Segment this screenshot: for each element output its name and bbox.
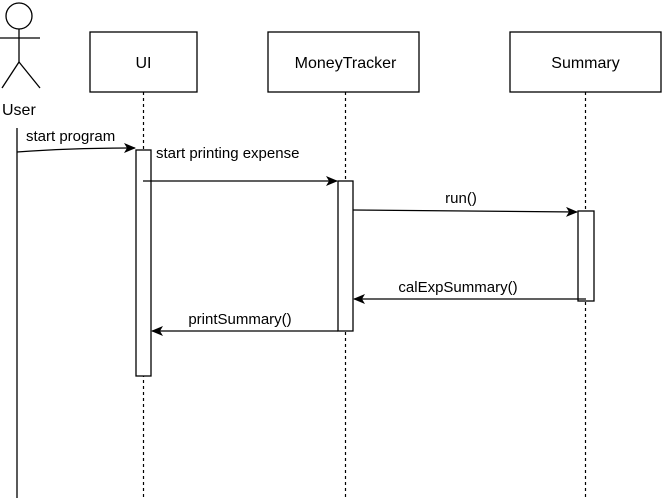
message-cal-exp-summary: calExpSummary() — [353, 279, 586, 304]
user-actor: User — [0, 2, 41, 119]
participant-summary: Summary — [509, 31, 662, 93]
message-run: run() — [352, 190, 578, 217]
message-print-summary: printSummary() — [151, 311, 338, 336]
participant-ui-label: UI — [136, 55, 152, 72]
person-icon — [0, 2, 41, 89]
participant-money-tracker-label: MoneyTracker — [295, 55, 397, 72]
message-start-program-arrow — [16, 143, 136, 154]
participant-money-tracker: MoneyTracker — [267, 31, 420, 93]
message-run-arrow — [352, 206, 578, 217]
message-print-summary-label: printSummary() — [188, 311, 291, 328]
message-start-printing-expense: start printing expense — [143, 145, 338, 186]
user-actor-label: User — [2, 102, 36, 119]
ui-activation-bar — [135, 149, 152, 377]
message-start-program: start program — [16, 128, 136, 154]
participant-summary-box — [509, 31, 662, 93]
money-tracker-activation-bar — [337, 180, 354, 332]
message-start-program-label: start program — [26, 128, 115, 145]
message-cal-exp-summary-label: calExpSummary() — [398, 279, 517, 296]
participant-ui: UI — [89, 31, 198, 93]
message-start-printing-expense-label: start printing expense — [156, 145, 299, 162]
message-run-label: run() — [445, 190, 477, 207]
participant-ui-box — [89, 31, 198, 93]
participant-summary-label: Summary — [551, 55, 619, 72]
summary-activation-bar — [577, 210, 595, 302]
participant-money-tracker-box — [267, 31, 420, 93]
